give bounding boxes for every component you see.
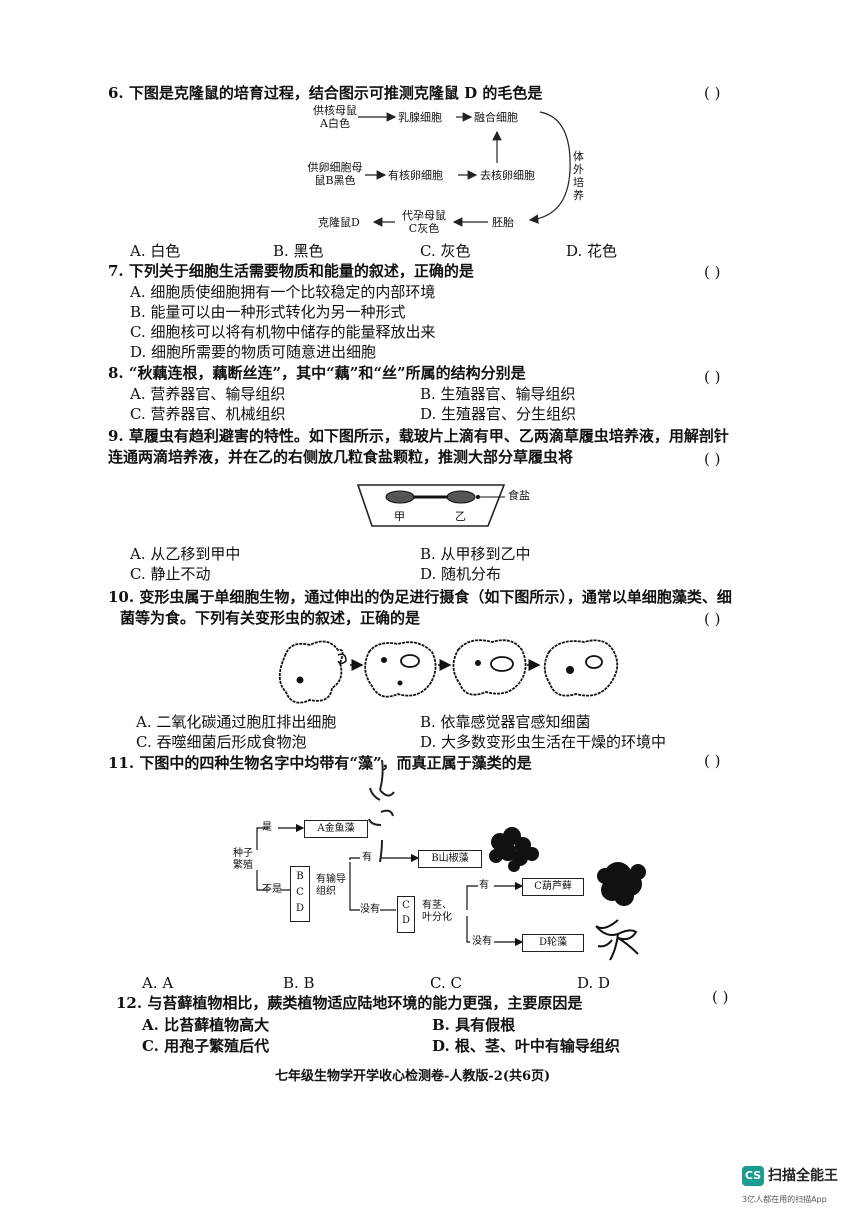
q10-stem-line1: 10. 变形虫属于单细胞生物，通过伸出的伪足进行摄食（如下图所示），通常以单细胞… xyxy=(108,588,732,606)
q10-option-c[interactable]: C. 吞噬细菌后形成食物泡 xyxy=(136,733,307,751)
q11-option-d[interactable]: D. D xyxy=(577,974,611,992)
q11-option-b[interactable]: B. B xyxy=(283,974,315,992)
q7-option-d[interactable]: D. 细胞所需要的物质可随意进出细胞 xyxy=(130,343,377,361)
q11-branch-no: 不是 xyxy=(262,884,282,895)
q11-branch-yes: 是 xyxy=(262,822,272,833)
q8-stem: 8. “秋藕连根，藕断丝连”，其中“藕”和“丝”所属的结构分别是 xyxy=(108,364,526,382)
q10-answer-paren: ( ) xyxy=(704,610,721,628)
q7-option-b[interactable]: B. 能量可以由一种形式转化为另一种形式 xyxy=(130,303,406,321)
q7-option-c[interactable]: C. 细胞核可以将有机物中储存的能量释放出来 xyxy=(130,323,436,341)
q11-stem-leaf-differentiation: 有茎、叶分化 xyxy=(422,900,452,923)
q9-salt-label: 食盐 xyxy=(508,489,530,502)
q12-option-b[interactable]: B. 具有假根 xyxy=(432,1016,516,1034)
q6-enucleated-egg: 去核卵细胞 xyxy=(480,169,535,182)
q11-branch-none2: 没有 xyxy=(472,936,492,947)
camscanner-logo-icon: CS xyxy=(742,1166,764,1186)
q6-fusion-cell: 融合细胞 xyxy=(474,111,518,124)
q6-cloning-diagram xyxy=(358,111,571,227)
q6-option-a[interactable]: A. 白色 xyxy=(130,242,181,260)
q11-answer-paren: ( ) xyxy=(704,752,721,770)
q7-stem: 7. 下列关于细胞生活需要物质和能量的叙述，正确的是 xyxy=(108,262,474,280)
q9-option-b[interactable]: B. 从甲移到乙中 xyxy=(420,545,531,563)
q12-option-c[interactable]: C. 用孢子繁殖后代 xyxy=(142,1037,270,1055)
q6-nucleated-egg: 有核卵细胞 xyxy=(388,169,443,182)
q7-option-a[interactable]: A. 细胞质使细胞拥有一个比较稳定的内部环境 xyxy=(130,283,436,301)
q11-box-d: D轮藻 xyxy=(522,934,584,952)
q11-option-c[interactable]: C. C xyxy=(430,974,462,992)
q10-stem-line2: 菌等为食。下列有关变形虫的叙述，正确的是 xyxy=(120,609,421,627)
q6-option-b[interactable]: B. 黑色 xyxy=(273,242,324,260)
q6-option-d[interactable]: D. 花色 xyxy=(566,242,618,260)
q11-branch-none: 没有 xyxy=(360,904,380,915)
q12-stem: 12. 与苔藓植物相比，蕨类植物适应陆地环境的能力更强，主要原因是 xyxy=(116,994,583,1012)
q10-option-b[interactable]: B. 依靠感觉器官感知细菌 xyxy=(420,713,591,731)
q8-option-d[interactable]: D. 生殖器官、分生组织 xyxy=(420,405,577,423)
q6-donor-egg-mouse: 供卵细胞母鼠B黑色 xyxy=(307,161,363,187)
q11-box-c: C葫芦藓 xyxy=(522,878,584,896)
q8-option-c[interactable]: C. 营养器官、机械组织 xyxy=(130,405,286,423)
q11-branch-has2: 有 xyxy=(479,880,489,891)
q10-option-a[interactable]: A. 二氧化碳通过胞肛排出细胞 xyxy=(136,713,337,731)
q6-stem: 6. 下图是克隆鼠的培育过程，结合图示可推测克隆鼠 D 的毛色是 xyxy=(108,84,543,102)
q9-option-d[interactable]: D. 随机分布 xyxy=(420,565,502,583)
q11-stem: 11. 下图中的四种生物名字中均带有“藻”，而真正属于藻类的是 xyxy=(108,754,532,772)
q6-mammary-cell: 乳腺细胞 xyxy=(398,111,442,124)
q9-drop-jia-label: 甲 xyxy=(394,510,405,523)
q6-clone-mouse: 克隆鼠D xyxy=(318,216,360,229)
camscanner-slogan: 3亿人都在用的扫描App xyxy=(742,1195,827,1204)
q9-stem-line2: 连通两滴培养液，并在乙的右侧放几粒食盐颗粒，推测大部分草履虫将 xyxy=(108,448,574,466)
q6-answer-paren: ( ) xyxy=(704,84,721,102)
page-footer: 七年级生物学开学收心检测卷-人教版-2(共6页) xyxy=(275,1069,551,1084)
q9-slide-diagram xyxy=(356,484,506,527)
q6-embryo: 胚胎 xyxy=(492,216,514,229)
q12-option-a[interactable]: A. 比苔藓植物高大 xyxy=(142,1016,270,1034)
q12-answer-paren: ( ) xyxy=(712,988,729,1006)
q11-classification-key xyxy=(256,759,646,961)
q10-option-d[interactable]: D. 大多数变形虫生活在干燥的环境中 xyxy=(420,733,667,751)
q11-seed-reproduction: 种子繁殖 xyxy=(233,848,253,871)
q8-option-a[interactable]: A. 营养器官、输导组织 xyxy=(130,385,286,403)
q11-box-b: B山椒藻 xyxy=(418,850,482,868)
q8-answer-paren: ( ) xyxy=(704,368,721,386)
q11-option-a[interactable]: A. A xyxy=(142,974,174,992)
q9-option-c[interactable]: C. 静止不动 xyxy=(130,565,211,583)
q6-option-c[interactable]: C. 灰色 xyxy=(420,242,471,260)
q9-stem-line1: 9. 草履虫有趋利避害的特性。如下图所示，载玻片上滴有甲、乙两滴草履虫培养液，用… xyxy=(108,427,729,445)
q11-branch-has: 有 xyxy=(362,852,372,863)
q7-answer-paren: ( ) xyxy=(704,263,721,281)
q10-amoeba-diagram xyxy=(278,639,619,704)
q9-answer-paren: ( ) xyxy=(704,450,721,468)
q9-drop-yi-label: 乙 xyxy=(455,510,466,523)
q11-box-a: A金鱼藻 xyxy=(304,820,368,838)
q8-option-b[interactable]: B. 生殖器官、输导组织 xyxy=(420,385,576,403)
camscanner-name: 扫描全能王 xyxy=(768,1168,838,1184)
q6-in-vitro-culture: 体外培养 xyxy=(573,150,584,202)
q12-option-d[interactable]: D. 根、茎、叶中有输导组织 xyxy=(432,1037,620,1055)
q9-option-a[interactable]: A. 从乙移到甲中 xyxy=(130,545,241,563)
q11-vascular-tissue: 有输导组织 xyxy=(316,874,346,897)
